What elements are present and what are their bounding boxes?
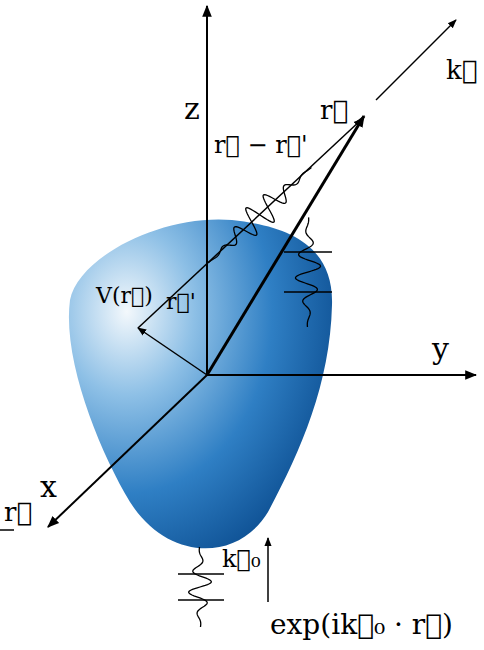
axis-or-vector-label: r⃗ [4,498,32,527]
wave-packet [296,217,321,327]
scattered-wave-packet [209,168,312,263]
axis-or-vector-label: r⃗' [166,290,196,314]
axis-or-vector-label: k⃗₀ [222,546,261,572]
axis-or-vector-label: z [184,92,200,125]
r-prime-vector [138,328,207,375]
x-axis [48,375,207,527]
axis-or-vector-label: r⃗ − r⃗' [214,132,308,158]
wavefront [178,599,224,600]
r-minus-r-prime-vector [138,119,362,328]
y-axis [207,374,476,376]
z-axis [206,6,208,375]
k0-arrow [267,538,269,602]
r-vector [207,116,364,375]
wavefront [284,291,332,292]
axis-or-vector-label: x [40,470,57,503]
wavefront [284,251,332,252]
incident-wave-packet [189,547,212,627]
fragment-line [0,529,14,531]
axis-or-vector-label: y [432,332,449,365]
axis-or-vector-label: exp(ik⃗₀ · r⃗) [270,610,453,641]
axis-or-vector-label: V(r⃗) [96,284,153,308]
axis-or-vector-label: r⃗ [320,96,348,125]
axis-or-vector-label: k⃗ [446,56,477,85]
k-direction [376,20,456,100]
wavefront [178,573,224,574]
